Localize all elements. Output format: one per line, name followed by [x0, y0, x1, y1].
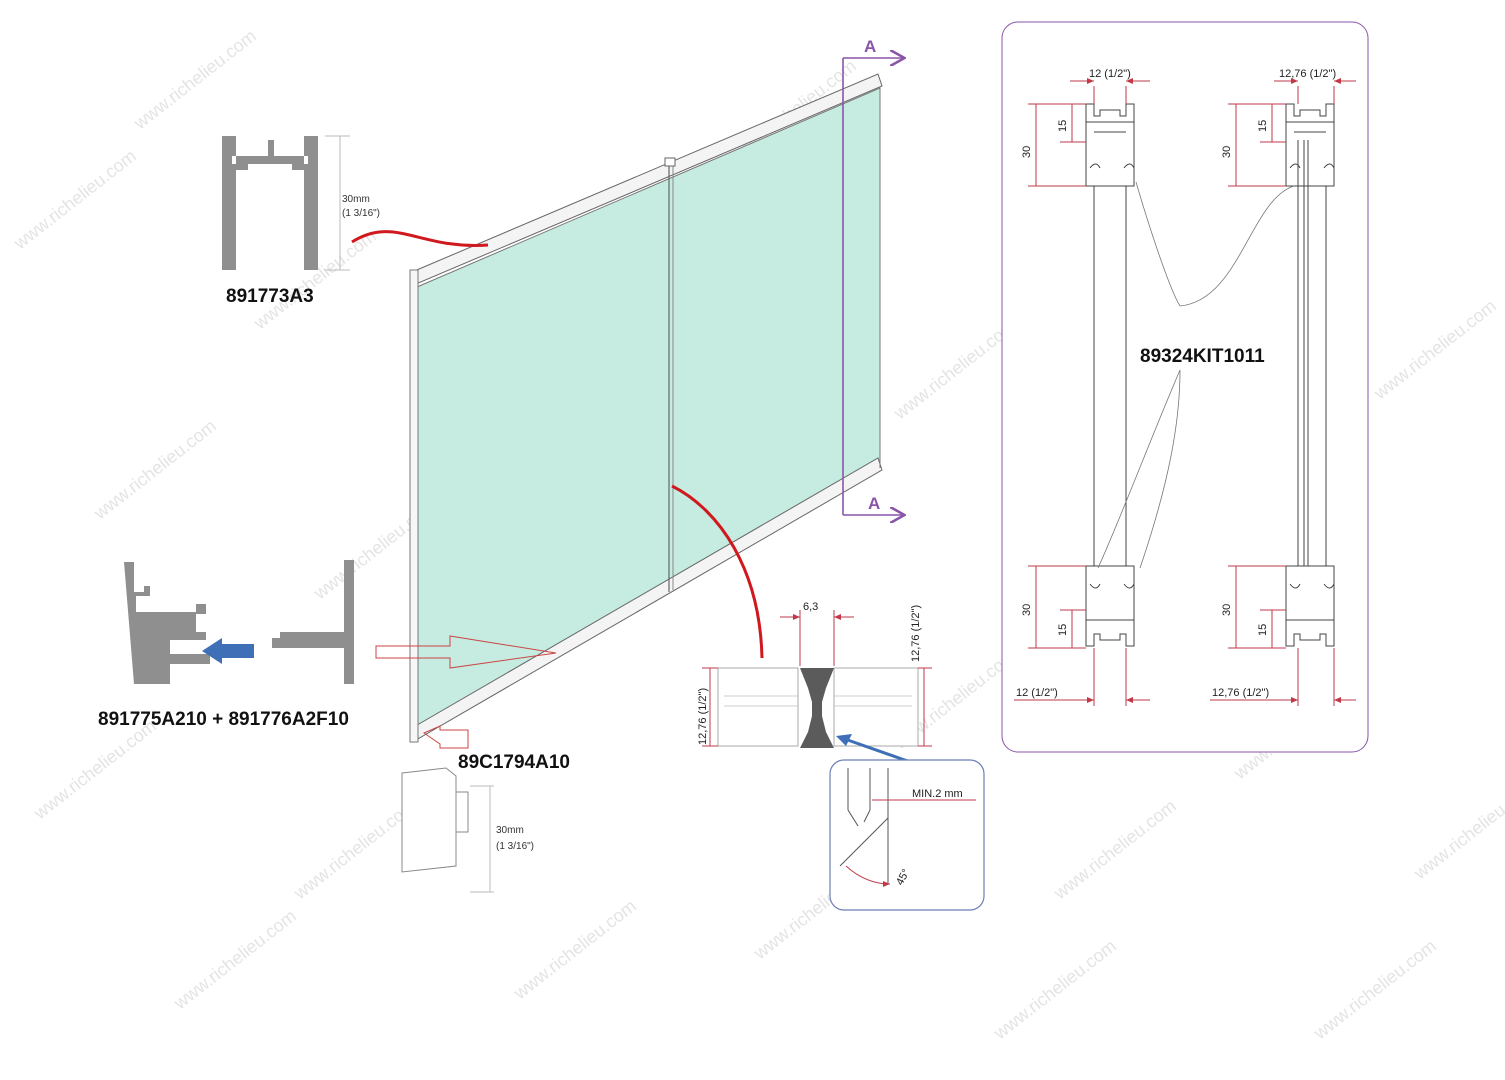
end-cap-code: 89C1794A10 — [458, 752, 570, 773]
watermark-text: www.richelieu.com — [1409, 776, 1505, 884]
watermark-text: www.richelieu.com — [9, 146, 140, 254]
watermark-text: www.richelieu.com — [889, 316, 1020, 424]
left-bottom-width: 12 (1/2") — [1016, 687, 1058, 699]
bottom-rail-profile: 891775A210 + 891776A2F10 — [98, 560, 354, 730]
watermark-text: www.richelieu.com — [509, 896, 640, 1004]
joint-gap-value: 6,3 — [803, 601, 818, 613]
section-right-assembly: 12,76 (1/2") 30 15 30 15 12,76 (1/2") — [1210, 68, 1356, 706]
insert-arrow — [202, 638, 254, 664]
section-mark-bottom: A — [868, 494, 880, 513]
leader-joint — [671, 484, 764, 659]
watermark-text: www.richelieu.com — [169, 906, 300, 1014]
watermark-text: www.richelieu.com — [1369, 296, 1500, 404]
gasket-leaders — [1097, 181, 1295, 569]
watermark-text: www.richelieu.com — [89, 416, 220, 524]
left-top-width: 12 (1/2") — [1089, 68, 1131, 80]
top-rail-height-in: (1 3/16") — [342, 208, 380, 219]
joint-thickness-right: 12,76 (1/2") — [910, 605, 922, 662]
bottom-rail-pointer — [375, 635, 557, 669]
joint-thickness-left: 12,76 (1/2") — [697, 688, 709, 745]
chamfer-detail: MIN.2 mm 45° — [829, 759, 985, 911]
end-cap-height-in: (1 3/16") — [496, 841, 534, 852]
top-rail-code: 891773A3 — [226, 286, 314, 307]
left-top-rail-height: 30 — [1021, 146, 1033, 158]
top-rail-profile: 30mm (1 3/16") 891773A3 — [222, 135, 380, 307]
gasket-kit-code: 89324KIT1011 — [1140, 346, 1265, 367]
end-cap: 89C1794A10 30mm (1 3/16") — [401, 725, 570, 893]
joint-detail: 6,3 12,76 (1/2") 12,76 (1/2") — [697, 601, 932, 766]
right-top-groove-depth: 15 — [1257, 120, 1269, 132]
top-rail-height-mm: 30mm — [342, 194, 370, 205]
right-bottom-groove-depth: 15 — [1257, 624, 1269, 636]
bottom-rail-code: 891775A210 + 891776A2F10 — [98, 709, 349, 730]
watermark-text: www.richelieu.com — [989, 936, 1120, 1044]
section-mark-top: A — [864, 37, 876, 56]
section-line-a: A A — [842, 37, 903, 515]
leader-top-rail — [351, 230, 489, 247]
left-bottom-rail-height: 30 — [1021, 604, 1033, 616]
watermark-text: www.richelieu.com — [129, 26, 260, 134]
watermark-text: www.richelieu.com — [1309, 936, 1440, 1044]
glass-assembly — [409, 73, 883, 743]
end-cap-pointer — [422, 725, 469, 749]
chamfer-min-label: MIN.2 mm — [912, 788, 963, 800]
watermark-text: www.richelieu.com — [29, 716, 160, 824]
left-bottom-groove-depth: 15 — [1057, 624, 1069, 636]
section-left-assembly: 12 (1/2") 30 15 30 15 12 (1/2") — [1014, 68, 1150, 706]
watermark-text: www.richelieu.com — [289, 796, 420, 904]
left-top-groove-depth: 15 — [1057, 120, 1069, 132]
right-top-rail-height: 30 — [1221, 146, 1233, 158]
left-edge — [409, 269, 419, 743]
right-bottom-width: 12,76 (1/2") — [1212, 687, 1269, 699]
right-bottom-rail-height: 30 — [1221, 604, 1233, 616]
section-panel: 12 (1/2") 30 15 30 15 12 (1/2") — [1001, 21, 1369, 753]
watermark-text: www.richelieu.com — [1049, 796, 1180, 904]
end-cap-height-mm: 30mm — [496, 825, 524, 836]
right-top-width: 12,76 (1/2") — [1279, 68, 1336, 80]
